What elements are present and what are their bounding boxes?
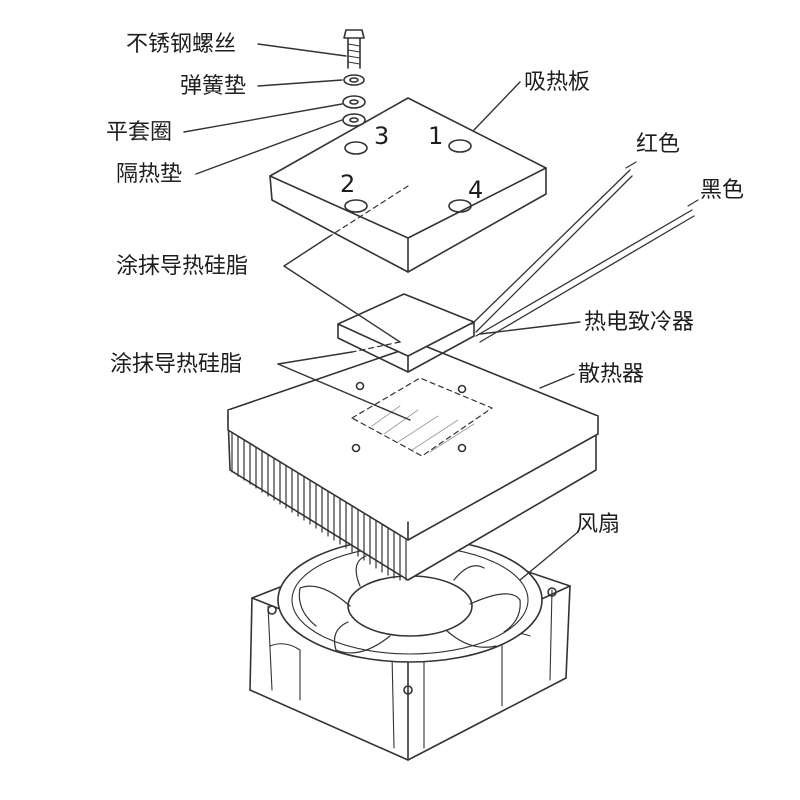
hole-number-2: 2 (340, 170, 355, 198)
heatsink (227, 343, 599, 581)
label-thermal-paste-lower: 涂抹导热硅脂 (110, 352, 243, 377)
leader-lines (183, 43, 581, 581)
label-fan: 风扇 (576, 512, 621, 537)
hole-number-4: 4 (468, 176, 483, 204)
label-heatsink: 散热器 (578, 362, 645, 387)
label-insulation-pad: 隔热垫 (116, 162, 183, 187)
label-cold-plate: 吸热板 (524, 70, 591, 95)
fan (249, 533, 571, 761)
label-screw: 不锈钢螺丝 (126, 32, 237, 57)
hole-number-1: 1 (428, 122, 443, 150)
hole-number-3: 3 (374, 122, 389, 150)
label-tec-module: 热电致冷器 (584, 310, 695, 335)
label-spring-washer: 弹簧垫 (180, 74, 247, 99)
screw-stack (342, 29, 366, 127)
tec-module (337, 161, 699, 373)
label-flat-washer: 平套圈 (106, 120, 173, 145)
cold-plate: 1 2 3 4 (269, 97, 547, 353)
label-black-wire: 黑色 (700, 178, 745, 203)
label-thermal-paste-upper: 涂抹导热硅脂 (116, 254, 249, 279)
label-red-wire: 红色 (636, 132, 681, 157)
